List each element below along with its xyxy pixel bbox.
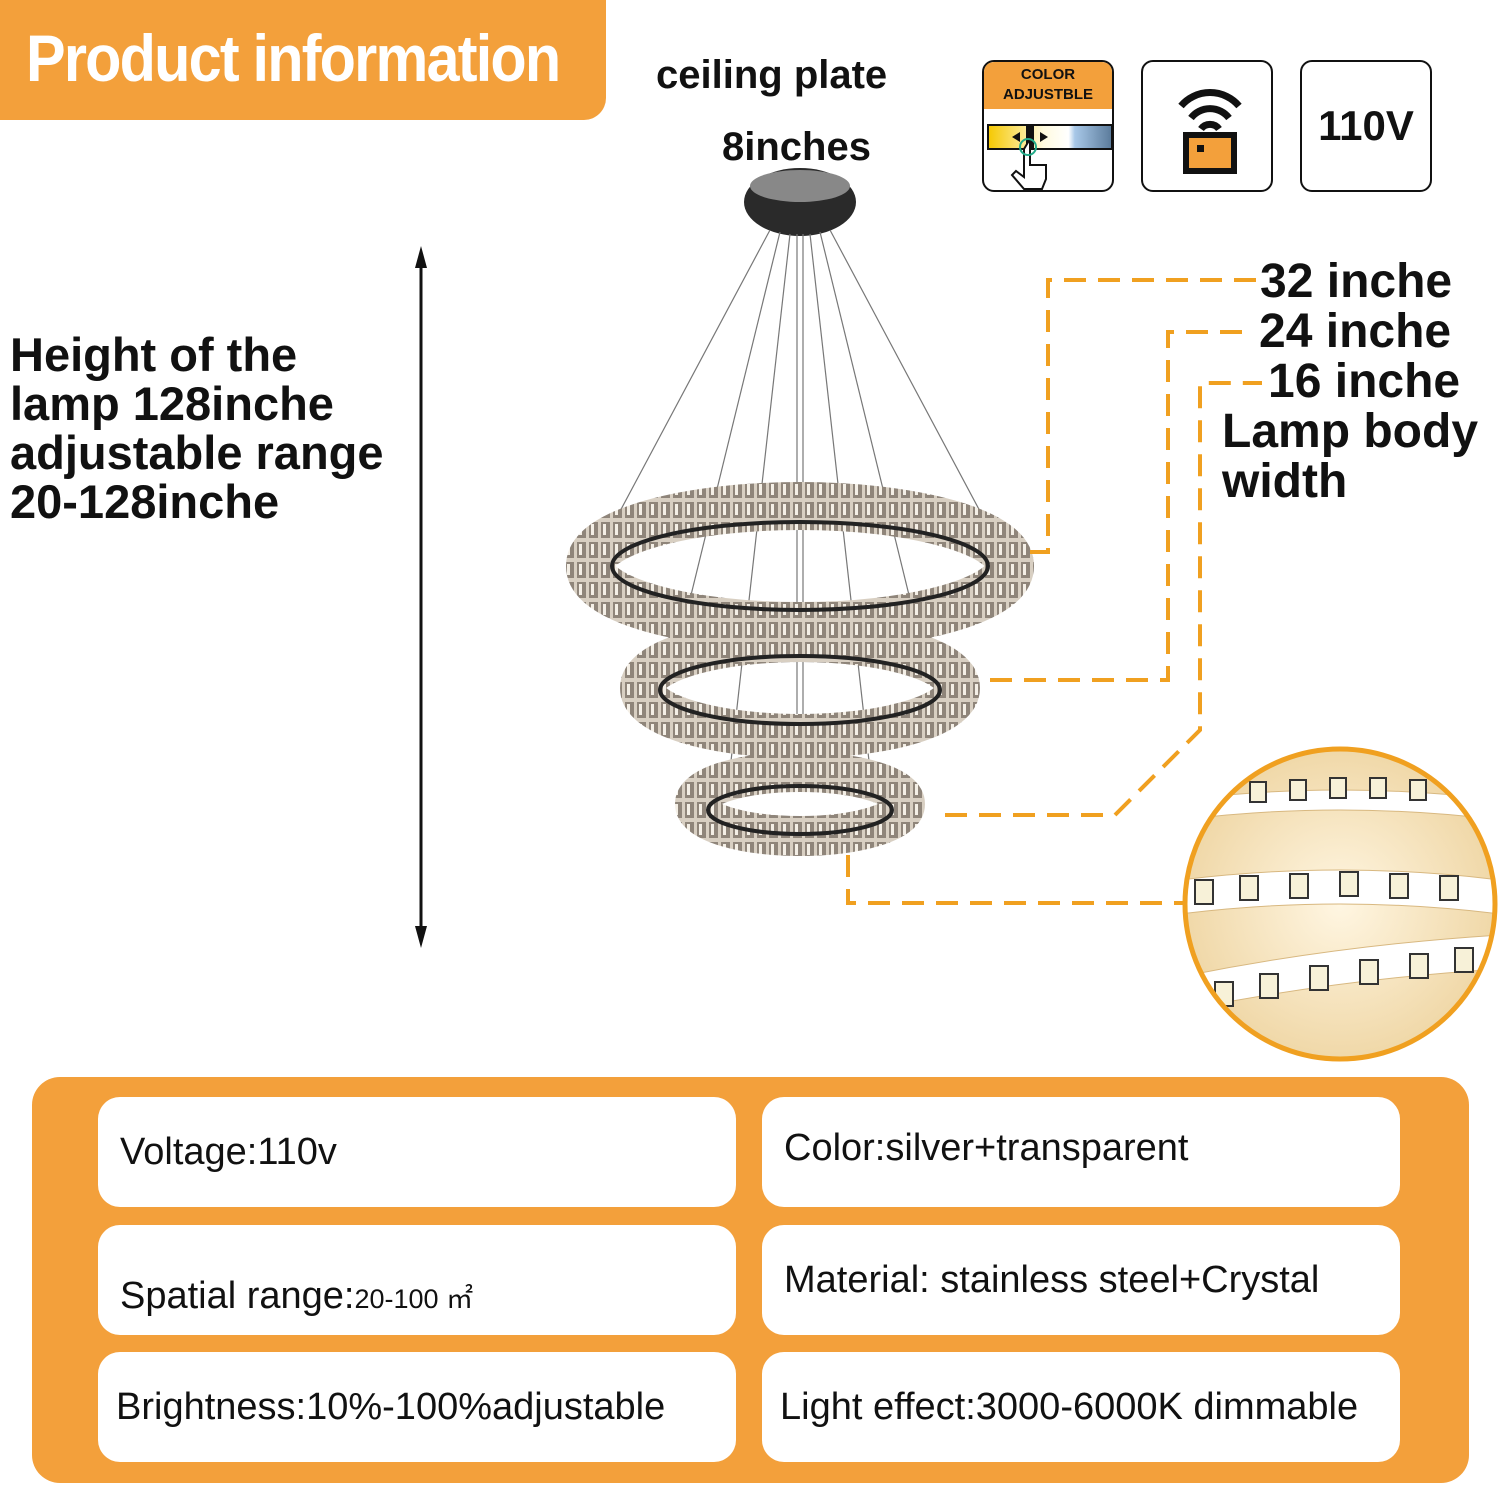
title-banner: Product information [0, 0, 606, 120]
spec-value: 3000-6000K dimmable [975, 1385, 1359, 1428]
spec-label: Brightness: [116, 1385, 307, 1428]
height-line-3: adjustable range [10, 426, 384, 479]
height-info: Height of the lamp 128inche adjustable r… [10, 330, 384, 526]
spec-material: Material: stainless steel+Crystal [762, 1225, 1400, 1335]
height-line-4: 20-128inche [10, 475, 280, 528]
spec-label: Material: [784, 1258, 941, 1301]
lamp-body-caption: Lamp body [1222, 405, 1479, 458]
color-slider-hand-icon [987, 124, 1112, 190]
adjustable-label: ADJUSTBLE [1002, 86, 1093, 103]
spec-voltage: Voltage:110v [98, 1097, 736, 1207]
voltage-icon: 110V [1300, 60, 1432, 192]
spec-value: 10%-100%adjustable [306, 1385, 666, 1428]
spec-spatial-range: Spatial range:20-100 ㎡ [98, 1225, 736, 1335]
crystal-ring-small [675, 752, 925, 856]
spec-brightness: Brightness:10%-100%adjustable [98, 1352, 736, 1462]
dimension-leader-lines [846, 278, 1262, 905]
height-line-2: lamp 128inche [10, 377, 334, 430]
spec-color: Color:silver+transparent [762, 1097, 1400, 1207]
height-arrow [415, 246, 427, 948]
spec-value: 20-100 ㎡ [354, 1283, 474, 1314]
ceiling-plate-label: ceiling plate [656, 53, 888, 97]
page-title: Product information [26, 21, 561, 95]
led-strip-detail [1182, 746, 1498, 1062]
chandelier-illustration [415, 168, 1498, 1062]
spec-label: Voltage: [120, 1130, 258, 1173]
crystal-ring-large [566, 482, 1034, 650]
color-label: COLOR [1020, 66, 1076, 83]
voltage-icon-label: 110V [1318, 102, 1414, 149]
spec-label: Color: [784, 1127, 886, 1169]
dimension-16: 16 inche [1268, 355, 1461, 408]
dimension-32: 32 inche [1260, 255, 1453, 308]
crystal-ring-medium [620, 618, 980, 758]
height-line-1: Height of the [10, 328, 298, 381]
spec-label: Spatial range: [120, 1274, 355, 1317]
spec-value: silver+transparent [885, 1127, 1189, 1169]
ceiling-plate-size: 8inches [722, 125, 871, 169]
remote-control-icon [1141, 60, 1273, 192]
spec-value: 110v [257, 1130, 337, 1173]
spec-label: Light effect: [780, 1385, 976, 1428]
width-caption: width [1222, 455, 1348, 508]
spec-value: stainless steel+Crystal [940, 1258, 1320, 1301]
dimension-24: 24 inche [1259, 305, 1452, 358]
spec-light-effect: Light effect:3000-6000K dimmable [762, 1352, 1400, 1462]
color-adjustable-icon: COLOR ADJUSTBLE [982, 60, 1114, 192]
